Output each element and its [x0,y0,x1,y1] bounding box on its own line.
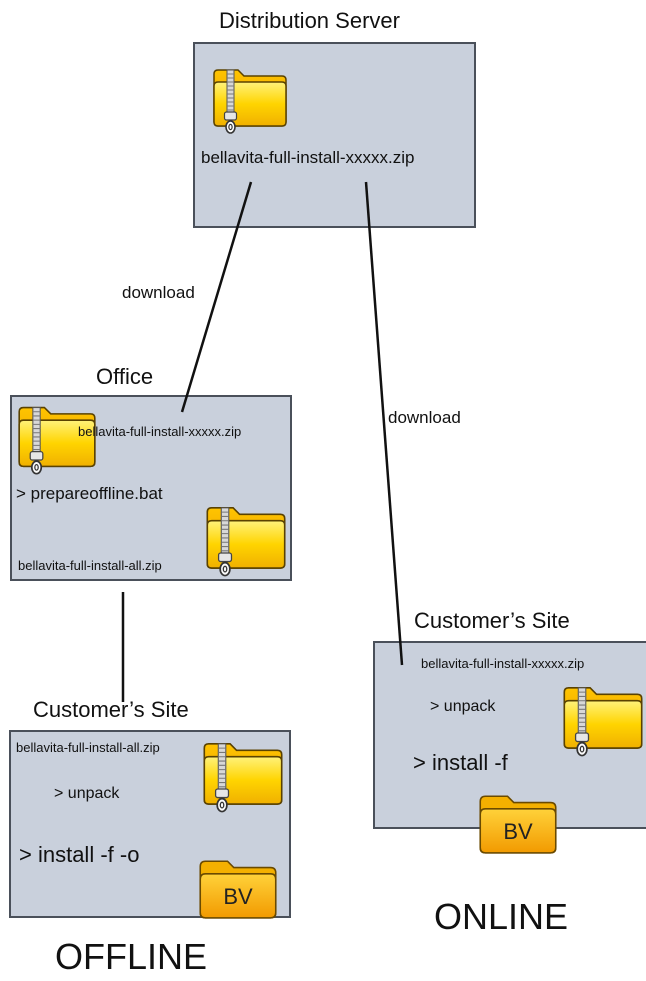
online-mode-label: ONLINE [434,896,569,937]
offline-site-title: Customer’s Site [33,697,189,722]
zip-folder-icon [203,498,289,580]
zip-folder-icon [200,734,286,816]
online-site-file-label: bellavita-full-install-xxxxx.zip [421,656,585,671]
edge-label-office-download: download [122,283,195,302]
office-command: > prepareoffline.bat [16,484,163,503]
zip-folder-icon [210,60,290,138]
offline-site-install-command: > install -f -o [19,842,140,867]
online-site-install-command: > install -f [413,750,508,775]
offline-mode-label: OFFLINE [55,936,208,977]
online-site-unpack-command: > unpack [430,698,496,715]
office-title: Office [96,364,154,389]
edge-label-online-download: download [388,408,461,427]
office-file-out-label: bellavita-full-install-all.zip [18,558,162,573]
online-site-title: Customer’s Site [414,608,570,633]
bv-folder-icon: BV [476,791,560,856]
office-file-in-label: bellavita-full-install-xxxxx.zip [78,424,242,439]
bv-folder-icon: BV [196,856,280,921]
offline-site-unpack-command: > unpack [54,785,120,802]
zip-folder-icon [560,678,646,760]
server-title: Distribution Server [219,8,400,33]
bv-folder-label: BV [503,819,533,844]
offline-site-file-label: bellavita-full-install-all.zip [16,740,160,755]
bv-folder-label: BV [223,884,253,909]
server-file-label: bellavita-full-install-xxxxx.zip [201,148,415,167]
